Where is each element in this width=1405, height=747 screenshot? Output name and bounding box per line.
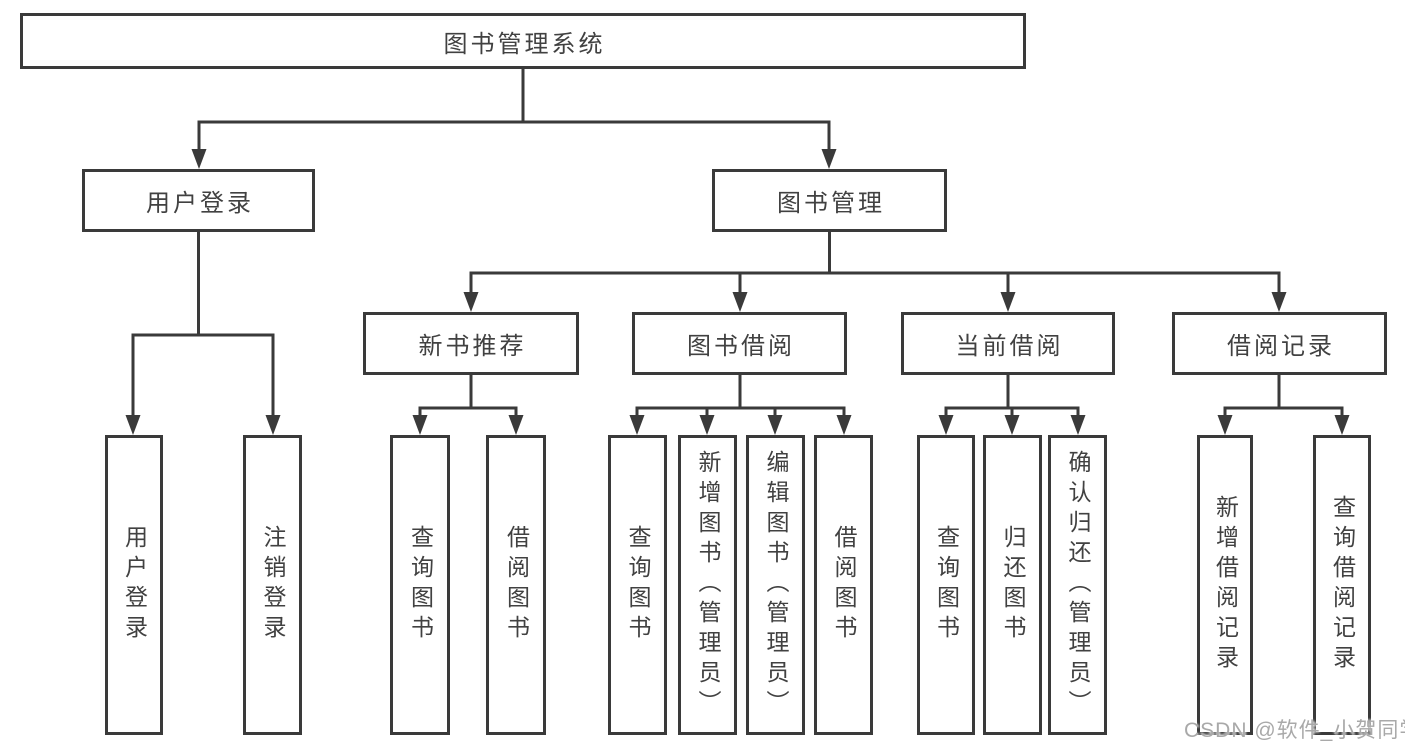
arrow-down-icon — [508, 415, 524, 435]
leaf-current-return-label: 归还图书 — [1000, 525, 1026, 645]
arrow-down-icon — [1217, 415, 1233, 435]
arrow-down-icon — [938, 415, 954, 435]
arrow-down-icon — [732, 292, 748, 312]
connector-root — [197, 67, 831, 153]
node-borrow-records: 借阅记录 — [1172, 312, 1387, 375]
arrow-down-icon — [1000, 292, 1016, 312]
leaf-current-confirm-admin-label: 确认归还（管理员） — [1065, 450, 1091, 720]
arrow-down-icon — [629, 415, 645, 435]
node-current-borrow: 当前借阅 — [901, 312, 1115, 375]
leaf-records-query-label: 查询借阅记录 — [1329, 495, 1356, 675]
leaf-current-confirm-admin: 确认归还（管理员） — [1048, 435, 1107, 735]
leaf-user-login-label: 用户登录 — [121, 525, 148, 645]
arrow-down-icon — [767, 415, 783, 435]
connector-book-management — [469, 230, 1281, 296]
node-book-borrow-label: 图书借阅 — [687, 333, 795, 360]
arrow-down-icon — [265, 415, 281, 435]
node-book-borrow: 图书借阅 — [632, 312, 847, 375]
node-book-management-label: 图书管理 — [777, 190, 885, 217]
leaf-borrow-add-admin-label: 新增图书（管理员） — [695, 450, 721, 720]
leaf-newbooks-query: 查询图书 — [390, 435, 450, 735]
node-user-login: 用户登录 — [82, 169, 315, 232]
node-root: 图书管理系统 — [20, 13, 1026, 69]
leaf-logout: 注销登录 — [243, 435, 302, 735]
connector-current-borrow — [944, 373, 1080, 419]
leaf-user-login: 用户登录 — [105, 435, 163, 735]
csdn-watermark: CSDN @软件_小贺同学 — [1184, 719, 1405, 742]
arrow-down-icon — [836, 415, 852, 435]
arrow-down-icon — [1271, 292, 1287, 312]
arrow-down-icon — [821, 149, 837, 169]
leaf-current-query: 查询图书 — [917, 435, 975, 735]
node-root-label: 图书管理系统 — [443, 30, 606, 58]
leaf-logout-label: 注销登录 — [260, 525, 286, 645]
node-current-borrow-label: 当前借阅 — [955, 333, 1064, 360]
connector-user-login — [131, 230, 275, 419]
leaf-current-return: 归还图书 — [983, 435, 1042, 735]
leaf-borrow-borrow-label: 借阅图书 — [831, 525, 857, 645]
arrow-down-icon — [412, 415, 428, 435]
connector-book-borrow — [635, 373, 846, 419]
leaf-borrow-borrow: 借阅图书 — [814, 435, 873, 735]
leaf-newbooks-borrow: 借阅图书 — [486, 435, 546, 735]
arrow-down-icon — [1070, 415, 1086, 435]
leaf-current-query-label: 查询图书 — [933, 525, 960, 645]
leaf-borrow-edit-admin: 编辑图书（管理员） — [746, 435, 805, 735]
leaf-borrow-add-admin: 新增图书（管理员） — [678, 435, 737, 735]
arrow-down-icon — [1334, 415, 1350, 435]
node-book-management: 图书管理 — [712, 169, 947, 232]
leaf-records-add: 新增借阅记录 — [1197, 435, 1253, 735]
leaf-records-query: 查询借阅记录 — [1313, 435, 1371, 735]
leaf-borrow-query: 查询图书 — [608, 435, 667, 735]
arrow-down-icon — [191, 149, 207, 169]
node-user-login-label: 用户登录 — [146, 190, 254, 217]
leaf-borrow-edit-admin-label: 编辑图书（管理员） — [763, 450, 789, 720]
leaf-newbooks-borrow-label: 借阅图书 — [503, 525, 530, 645]
arrow-down-icon — [125, 415, 141, 435]
arrow-down-icon — [463, 292, 479, 312]
connector-new-books — [418, 373, 518, 419]
node-borrow-records-label: 借阅记录 — [1227, 333, 1335, 360]
arrow-down-icon — [699, 415, 715, 435]
arrow-down-icon — [1004, 415, 1020, 435]
node-new-book-recommend: 新书推荐 — [363, 312, 579, 375]
leaf-borrow-query-label: 查询图书 — [625, 525, 651, 645]
leaf-records-add-label: 新增借阅记录 — [1212, 495, 1239, 675]
node-new-book-recommend-label: 新书推荐 — [418, 333, 527, 360]
connector-borrow-records — [1223, 373, 1344, 419]
leaf-newbooks-query-label: 查询图书 — [407, 525, 434, 645]
